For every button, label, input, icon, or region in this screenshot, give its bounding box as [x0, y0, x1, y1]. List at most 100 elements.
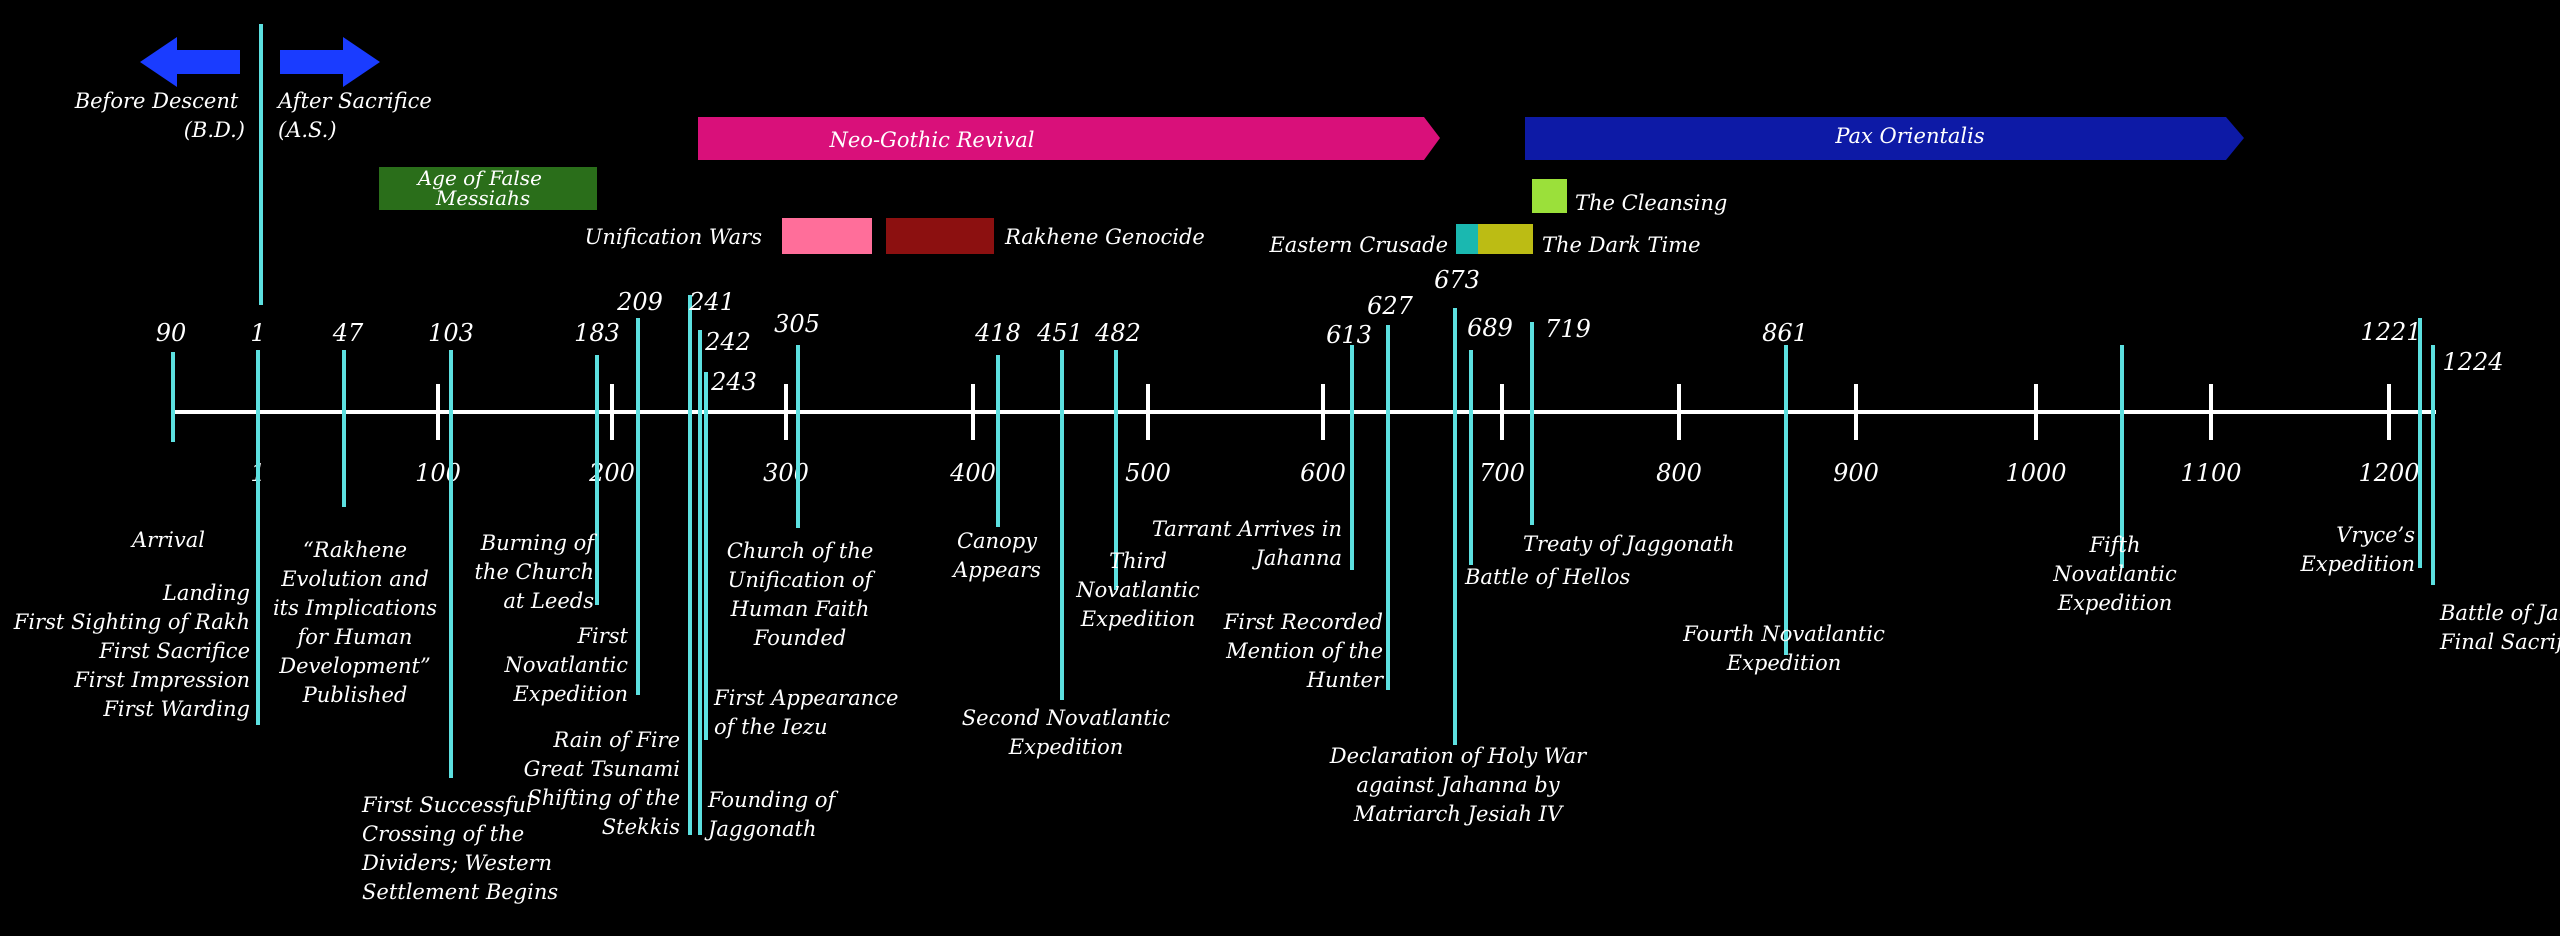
event-year: 451: [1036, 319, 1083, 347]
event-year: 613: [1326, 321, 1372, 349]
period-bars: Neo-Gothic Revival Pax Orientalis Age of…: [379, 117, 2244, 257]
event-year: 209: [616, 288, 663, 316]
event-year: 719: [1545, 315, 1591, 343]
age-of-false-messiahs-bar: [379, 167, 597, 210]
century-label: 800: [1656, 459, 1702, 487]
event-year: 90: [156, 319, 187, 347]
century-label: 700: [1479, 459, 1525, 487]
event-description: Battle of JahannaFinal Sacrifice: [2439, 601, 2560, 654]
event-year: 183: [574, 319, 620, 347]
event-year: 1: [250, 319, 265, 347]
age-of-false-messiahs-label: Age of False Messiahs: [416, 166, 549, 210]
the-cleansing-label: The Cleansing: [1575, 191, 1727, 215]
before-descent-arrow: [140, 37, 240, 87]
century-label: 1100: [2180, 459, 2241, 487]
the-cleansing-bar: [1532, 179, 1567, 213]
rakhene-genocide-label: Rakhene Genocide: [1004, 225, 1205, 249]
century-ticks: [436, 384, 2391, 440]
the-dark-time-label: The Dark Time: [1542, 233, 1701, 257]
neo-gothic-revival-label: Neo-Gothic Revival: [829, 128, 1035, 152]
event-year: 1224: [2442, 348, 2503, 376]
unification-wars-bar: [782, 218, 872, 254]
after-sacrifice-arrow: [280, 37, 380, 87]
century-label: 1000: [2005, 459, 2066, 487]
event-year: 47: [332, 319, 364, 347]
the-dark-time-bar: [1478, 224, 1533, 254]
event-year: 627: [1367, 292, 1414, 320]
pax-orientalis-bar: [1525, 117, 2244, 160]
event-year: 418: [974, 319, 1021, 347]
rakhene-genocide-bar: [886, 218, 994, 254]
before-descent-label: Before Descent (B.D.): [74, 89, 245, 142]
eastern-crusade-label: Eastern Crusade: [1268, 233, 1448, 257]
eastern-crusade-bar: [1456, 224, 1478, 254]
event-description: Battle of Hellos: [1464, 565, 1631, 589]
event-description: Arrival: [130, 528, 205, 552]
century-label: 1200: [2358, 459, 2419, 487]
event-year: 241: [688, 288, 735, 316]
event-description: Treaty of Jaggonath: [1523, 532, 1735, 556]
event-year: 861: [1762, 319, 1808, 347]
century-label: 900: [1833, 459, 1879, 487]
event-year: 673: [1434, 266, 1480, 294]
event-year: 689: [1467, 314, 1513, 342]
event-year: 242: [704, 328, 751, 356]
neo-gothic-revival-bar: [698, 117, 1440, 160]
pax-orientalis-label: Pax Orientalis: [1834, 124, 1985, 148]
event-year: 103: [428, 319, 474, 347]
after-sacrifice-label: After Sacrifice (A.S.): [276, 89, 438, 142]
era-arrows: Before Descent (B.D.) After Sacrifice (A…: [74, 24, 438, 305]
century-label: 600: [1300, 459, 1346, 487]
event-year: 305: [774, 310, 820, 338]
event-year: 243: [710, 368, 757, 396]
century-label: 400: [949, 459, 996, 487]
century-label: 500: [1125, 459, 1171, 487]
event-year: 482: [1094, 319, 1141, 347]
unification-wars-label: Unification Wars: [585, 225, 763, 249]
event-year: 1221: [2360, 318, 2421, 346]
century-label: 100: [415, 459, 461, 487]
